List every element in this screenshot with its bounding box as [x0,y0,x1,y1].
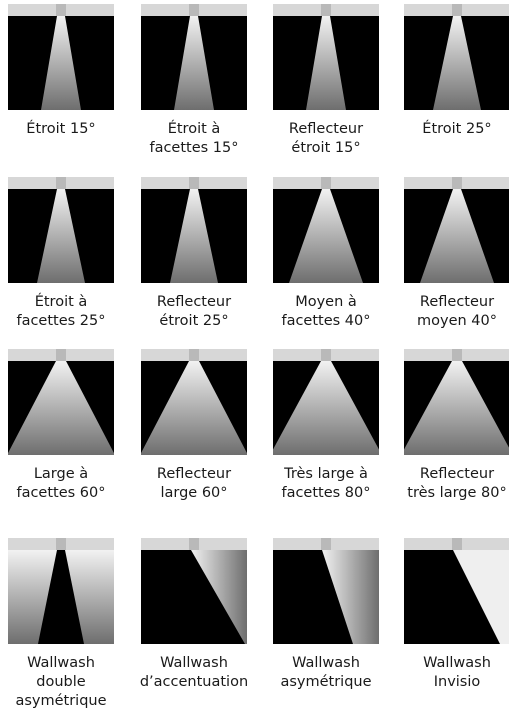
fixture-icon [321,177,331,189]
beam-label-line: Très large à [261,465,391,484]
beam-diagram-wallwash-invisio [404,538,509,644]
beam-diagram-etroit-15 [8,4,114,110]
beam-diagram-wallwash-asymetrique [273,538,379,644]
beam-diagram-wallwash-accentuation [141,538,247,644]
beam-card-etroit-15: Étroit 15° [8,4,114,110]
beam-label-line: Wallwash [392,654,509,673]
beam-label-line: facettes 25° [0,312,126,331]
beam-diagram-etroit-25 [404,4,509,110]
beam-diagram-etroit-facettes-15 [141,4,247,110]
beam-label-line: Reflecteur [129,465,259,484]
beam-label-line: Wallwash [0,654,126,673]
beam-label-line: asymétrique [0,692,126,711]
beam-label-line: Moyen à [261,293,391,312]
beam-label-line: facettes 15° [129,139,259,158]
beam-label-line: Reflecteur [261,120,391,139]
fixture-icon [321,349,331,361]
beam-label-line: double [0,673,126,692]
beam-diagram-moyen-facettes-40 [273,177,379,283]
fixture-icon [189,538,199,550]
beam-diagram-wallwash-double-asymetrique [8,538,114,644]
beam-label-line: très large 80° [392,484,509,503]
beam-label-line: Étroit à [0,293,126,312]
beam-label-line: d’accentuation [129,673,259,692]
fixture-icon [56,177,66,189]
beam-diagram-reflecteur-tres-large-80 [404,349,509,455]
beam-diagram-reflecteur-moyen-40 [404,177,509,283]
beam-label-line: facettes 80° [261,484,391,503]
beam-label-line: Étroit à [129,120,259,139]
beam-label-line: étroit 15° [261,139,391,158]
beam-diagram-etroit-facettes-25 [8,177,114,283]
fixture-icon [452,349,462,361]
beam-card-wallwash-accentuation: Wallwashd’accentuation [141,538,247,644]
beam-label-line: Reflecteur [129,293,259,312]
fixture-icon [452,4,462,16]
beam-label-line: Étroit 25° [392,120,509,139]
beam-diagram-large-facettes-60 [8,349,114,455]
beam-label: Étroit 25° [392,120,509,139]
fixture-icon [321,4,331,16]
beam-label-line: asymétrique [261,673,391,692]
fixture-icon [452,538,462,550]
beam-diagram-reflecteur-etroit-15 [273,4,379,110]
beam-label-line: Invisio [392,673,509,692]
fixture-icon [321,538,331,550]
fixture-icon [56,538,66,550]
beam-label-line: Large à [0,465,126,484]
fixture-icon [189,349,199,361]
beam-label-line: facettes 40° [261,312,391,331]
beam-label-line: Reflecteur [392,293,509,312]
fixture-icon [56,349,66,361]
beam-diagram-reflecteur-large-60 [141,349,247,455]
fixture-icon [452,177,462,189]
beam-label-line: Wallwash [261,654,391,673]
fixture-icon [56,4,66,16]
beam-label-line: facettes 60° [0,484,126,503]
beam-diagram-tres-large-facettes-80 [273,349,379,455]
beam-label: Étroit 15° [0,120,126,139]
fixture-icon [189,4,199,16]
beam-label-line: large 60° [129,484,259,503]
beam-label-line: moyen 40° [392,312,509,331]
beam-diagram-reflecteur-etroit-25 [141,177,247,283]
beam-label-line: Étroit 15° [0,120,126,139]
beam-label-line: étroit 25° [129,312,259,331]
fixture-icon [189,177,199,189]
beam-card-etroit-25: Étroit 25° [404,4,509,110]
beam-label-line: Reflecteur [392,465,509,484]
beam-label-line: Wallwash [129,654,259,673]
